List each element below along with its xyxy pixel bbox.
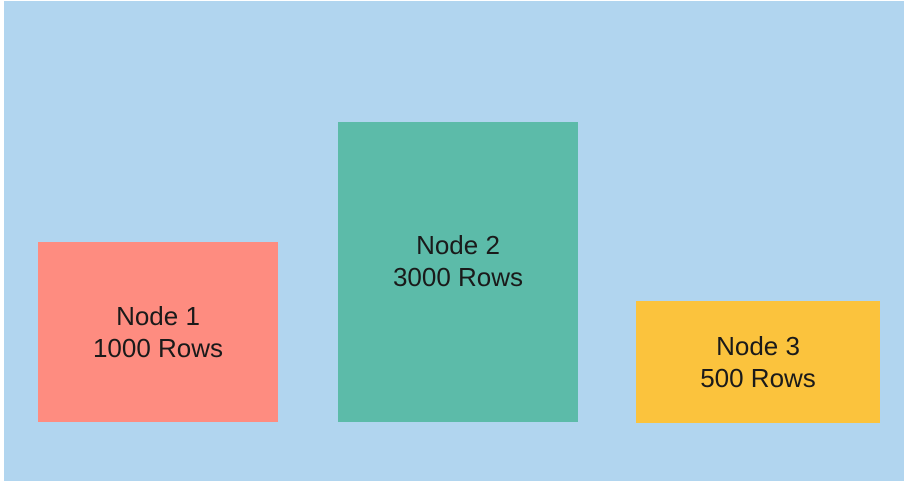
node-1-label: Node 1 1000 Rows xyxy=(93,300,223,364)
node-2-title: Node 2 xyxy=(416,230,500,260)
node-3-box: Node 3 500 Rows xyxy=(636,301,880,423)
node-1-box: Node 1 1000 Rows xyxy=(38,242,278,422)
node-2-row-count: 3000 Rows xyxy=(392,262,524,292)
diagram-canvas: Node 1 1000 Rows Node 2 3000 Rows Node 3… xyxy=(4,1,904,481)
node-1-title: Node 1 xyxy=(116,301,200,331)
node-2-label: Node 2 3000 Rows xyxy=(393,229,523,293)
node-3-row-count: 500 Rows xyxy=(700,363,816,393)
node-2-box: Node 2 3000 Rows xyxy=(338,122,578,422)
node-3-title: Node 3 xyxy=(716,331,800,361)
node-3-label: Node 3 500 Rows xyxy=(700,330,816,394)
node-1-row-count: 1000 Rows xyxy=(92,333,224,363)
